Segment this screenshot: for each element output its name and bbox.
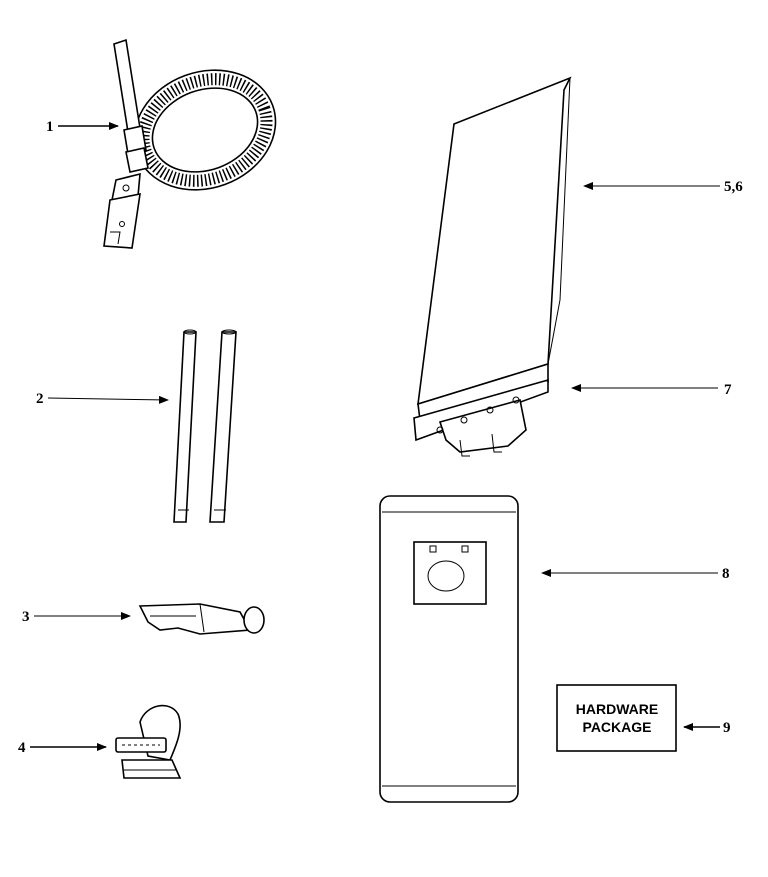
crevice-tool-part xyxy=(138,603,265,635)
callout-5-6-label: 5,6 xyxy=(724,179,743,195)
filter-bag-part xyxy=(379,495,519,803)
bag-collar-part xyxy=(436,396,527,457)
callout-4-label: 4 xyxy=(18,740,26,756)
callout-3-label: 3 xyxy=(22,609,30,625)
dusting-brush-part xyxy=(115,704,182,779)
callout-8-label: 8 xyxy=(722,566,730,582)
callout-1-label: 1 xyxy=(46,119,54,135)
callout-7-label: 7 xyxy=(724,382,732,398)
hardware-package-box: HARDWARE PACKAGE xyxy=(556,684,677,752)
callout-9-label: 9 xyxy=(723,720,731,736)
wands-part xyxy=(173,329,237,523)
hardware-box-line2: PACKAGE xyxy=(583,719,652,735)
bag-housing-part xyxy=(413,76,572,442)
arrow-icon xyxy=(47,395,169,404)
hose-part xyxy=(103,38,277,249)
hardware-box-line1: HARDWARE xyxy=(576,701,658,717)
callout-2-label: 2 xyxy=(36,391,44,407)
